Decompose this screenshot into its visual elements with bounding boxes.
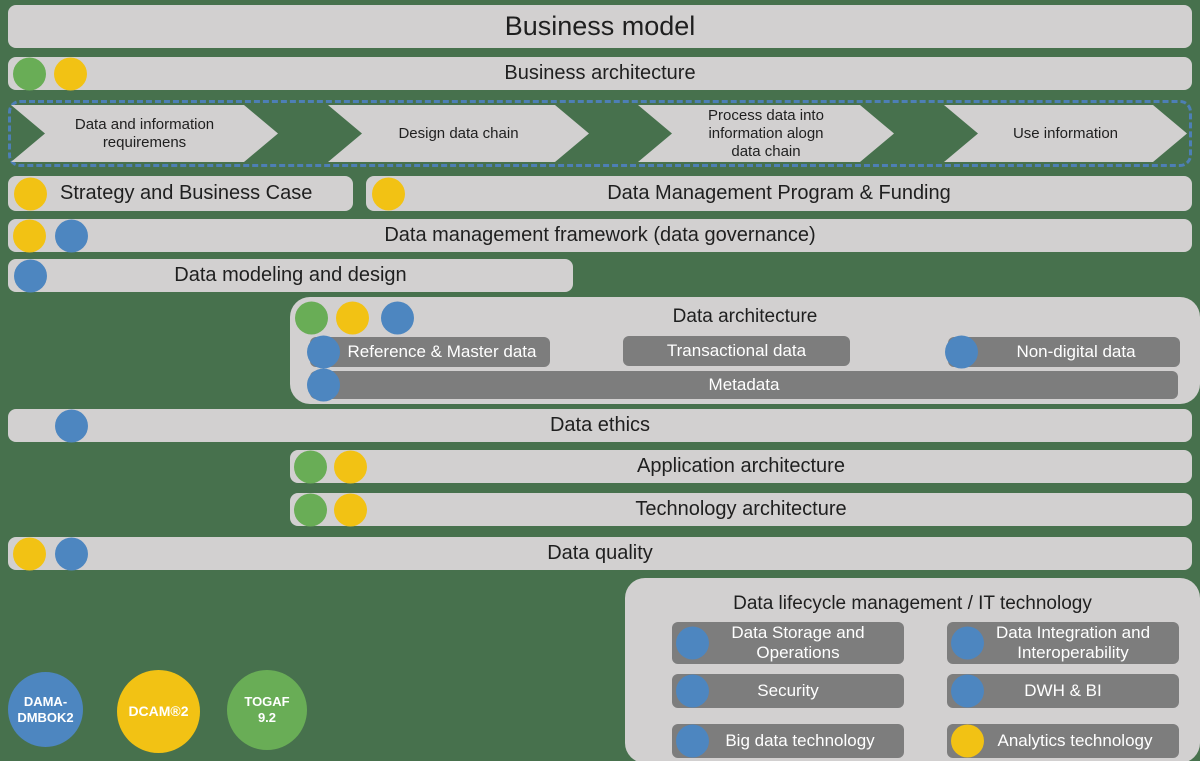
lifecycle-item-label: Data Integration and Interoperability xyxy=(995,623,1151,662)
dm-framework-bar: Data management framework (data governan… xyxy=(8,219,1192,252)
process-step-process: Process data into information alogn data… xyxy=(638,105,894,162)
strategy-label: Strategy and Business Case xyxy=(60,182,313,204)
business-architecture-label: Business architecture xyxy=(504,62,696,84)
dcam-legend-circle: DCAM®2 xyxy=(117,670,200,753)
data-architecture-title: Data architecture xyxy=(672,306,818,327)
process-chain-box: Data and information requiremens Design … xyxy=(8,100,1192,167)
data-ethics-bar: Data ethics xyxy=(8,409,1192,442)
lifecycle-item-label: Big data technology xyxy=(725,731,875,751)
dama-dot xyxy=(307,335,340,369)
dama-dot xyxy=(55,537,88,570)
process-step-use: Use information xyxy=(944,105,1187,162)
dama-dot xyxy=(676,724,709,758)
togaf-legend-label: TOGAF 9.2 xyxy=(244,694,290,725)
non-digital-bar: Non-digital data xyxy=(945,335,1180,369)
metadata-label: Metadata xyxy=(708,375,780,395)
dama-legend-circle: DAMA- DMBOK2 xyxy=(8,672,83,747)
data-architecture-panel: Data architecture Reference & Master dat… xyxy=(290,297,1200,404)
application-architecture-label: Application architecture xyxy=(637,455,845,477)
lifecycle-item-bigdata: Big data technology xyxy=(672,724,904,758)
lifecycle-panel: Data lifecycle management / IT technolog… xyxy=(625,578,1200,761)
lifecycle-item-security: Security xyxy=(672,674,904,708)
dcam-dot xyxy=(14,177,47,210)
lifecycle-item-label: Data Storage and Operations xyxy=(731,623,865,662)
non-digital-label: Non-digital data xyxy=(1016,342,1136,362)
dcam-legend-label: DCAM®2 xyxy=(128,703,189,720)
dama-dot xyxy=(951,674,984,708)
data-quality-label: Data quality xyxy=(547,542,653,564)
data-modeling-label: Data modeling and design xyxy=(174,264,407,286)
dama-dot xyxy=(381,301,414,335)
dama-dot xyxy=(951,626,984,660)
lifecycle-item-dwh-bi: DWH & BI xyxy=(947,674,1179,708)
togaf-legend-circle: TOGAF 9.2 xyxy=(227,670,307,750)
lifecycle-item-label: Security xyxy=(757,681,819,701)
process-step-design: Design data chain xyxy=(328,105,589,162)
transactional-label: Transactional data xyxy=(666,341,807,361)
lifecycle-item-label: Analytics technology xyxy=(997,731,1153,751)
technology-architecture-label: Technology architecture xyxy=(635,498,847,520)
data-ethics-label: Data ethics xyxy=(549,414,651,436)
business-model-bar: Business model xyxy=(8,5,1192,48)
metadata-bar: Metadata xyxy=(307,368,1178,402)
dama-dot xyxy=(676,626,709,660)
lifecycle-item-analytics: Analytics technology xyxy=(947,724,1179,758)
togaf-dot xyxy=(295,301,328,335)
dcam-dot xyxy=(334,493,367,526)
data-quality-bar: Data quality xyxy=(8,537,1192,570)
dama-dot xyxy=(945,335,978,369)
dcam-dot xyxy=(372,177,405,210)
togaf-dot xyxy=(294,493,327,526)
business-architecture-bar: Business architecture xyxy=(8,57,1192,90)
lifecycle-item-integration: Data Integration and Interoperability xyxy=(947,622,1179,664)
dcam-dot xyxy=(13,537,46,570)
lifecycle-item-storage: Data Storage and Operations xyxy=(672,622,904,664)
togaf-dot xyxy=(13,57,46,90)
page-title: Business model xyxy=(504,11,696,41)
dm-program-bar: Data Management Program & Funding xyxy=(366,176,1192,211)
dcam-dot xyxy=(334,450,367,483)
togaf-dot xyxy=(294,450,327,483)
dama-dot xyxy=(307,368,340,402)
dm-program-label: Data Management Program & Funding xyxy=(607,182,951,204)
dama-dot xyxy=(55,409,88,442)
dama-legend-label: DAMA- DMBOK2 xyxy=(17,693,74,725)
reference-master-label: Reference & Master data xyxy=(347,342,537,362)
technology-architecture-bar: Technology architecture xyxy=(290,493,1192,526)
dcam-dot xyxy=(13,219,46,252)
dcam-dot xyxy=(951,724,984,758)
strategy-bar: Strategy and Business Case xyxy=(8,176,353,211)
dm-framework-label: Data management framework (data governan… xyxy=(384,224,816,246)
dcam-dot xyxy=(54,57,87,90)
dama-dot xyxy=(14,259,47,292)
dcam-dot xyxy=(336,301,369,335)
process-step-requirements: Data and information requiremens xyxy=(11,105,278,162)
application-architecture-bar: Application architecture xyxy=(290,450,1192,483)
dama-dot xyxy=(55,219,88,252)
lifecycle-title: Data lifecycle management / IT technolog… xyxy=(733,593,1092,614)
data-modeling-bar: Data modeling and design xyxy=(8,259,573,292)
transactional-bar: Transactional data xyxy=(623,336,850,366)
lifecycle-item-label: DWH & BI xyxy=(1024,681,1102,701)
reference-master-bar: Reference & Master data xyxy=(307,335,550,369)
dama-dot xyxy=(676,674,709,708)
